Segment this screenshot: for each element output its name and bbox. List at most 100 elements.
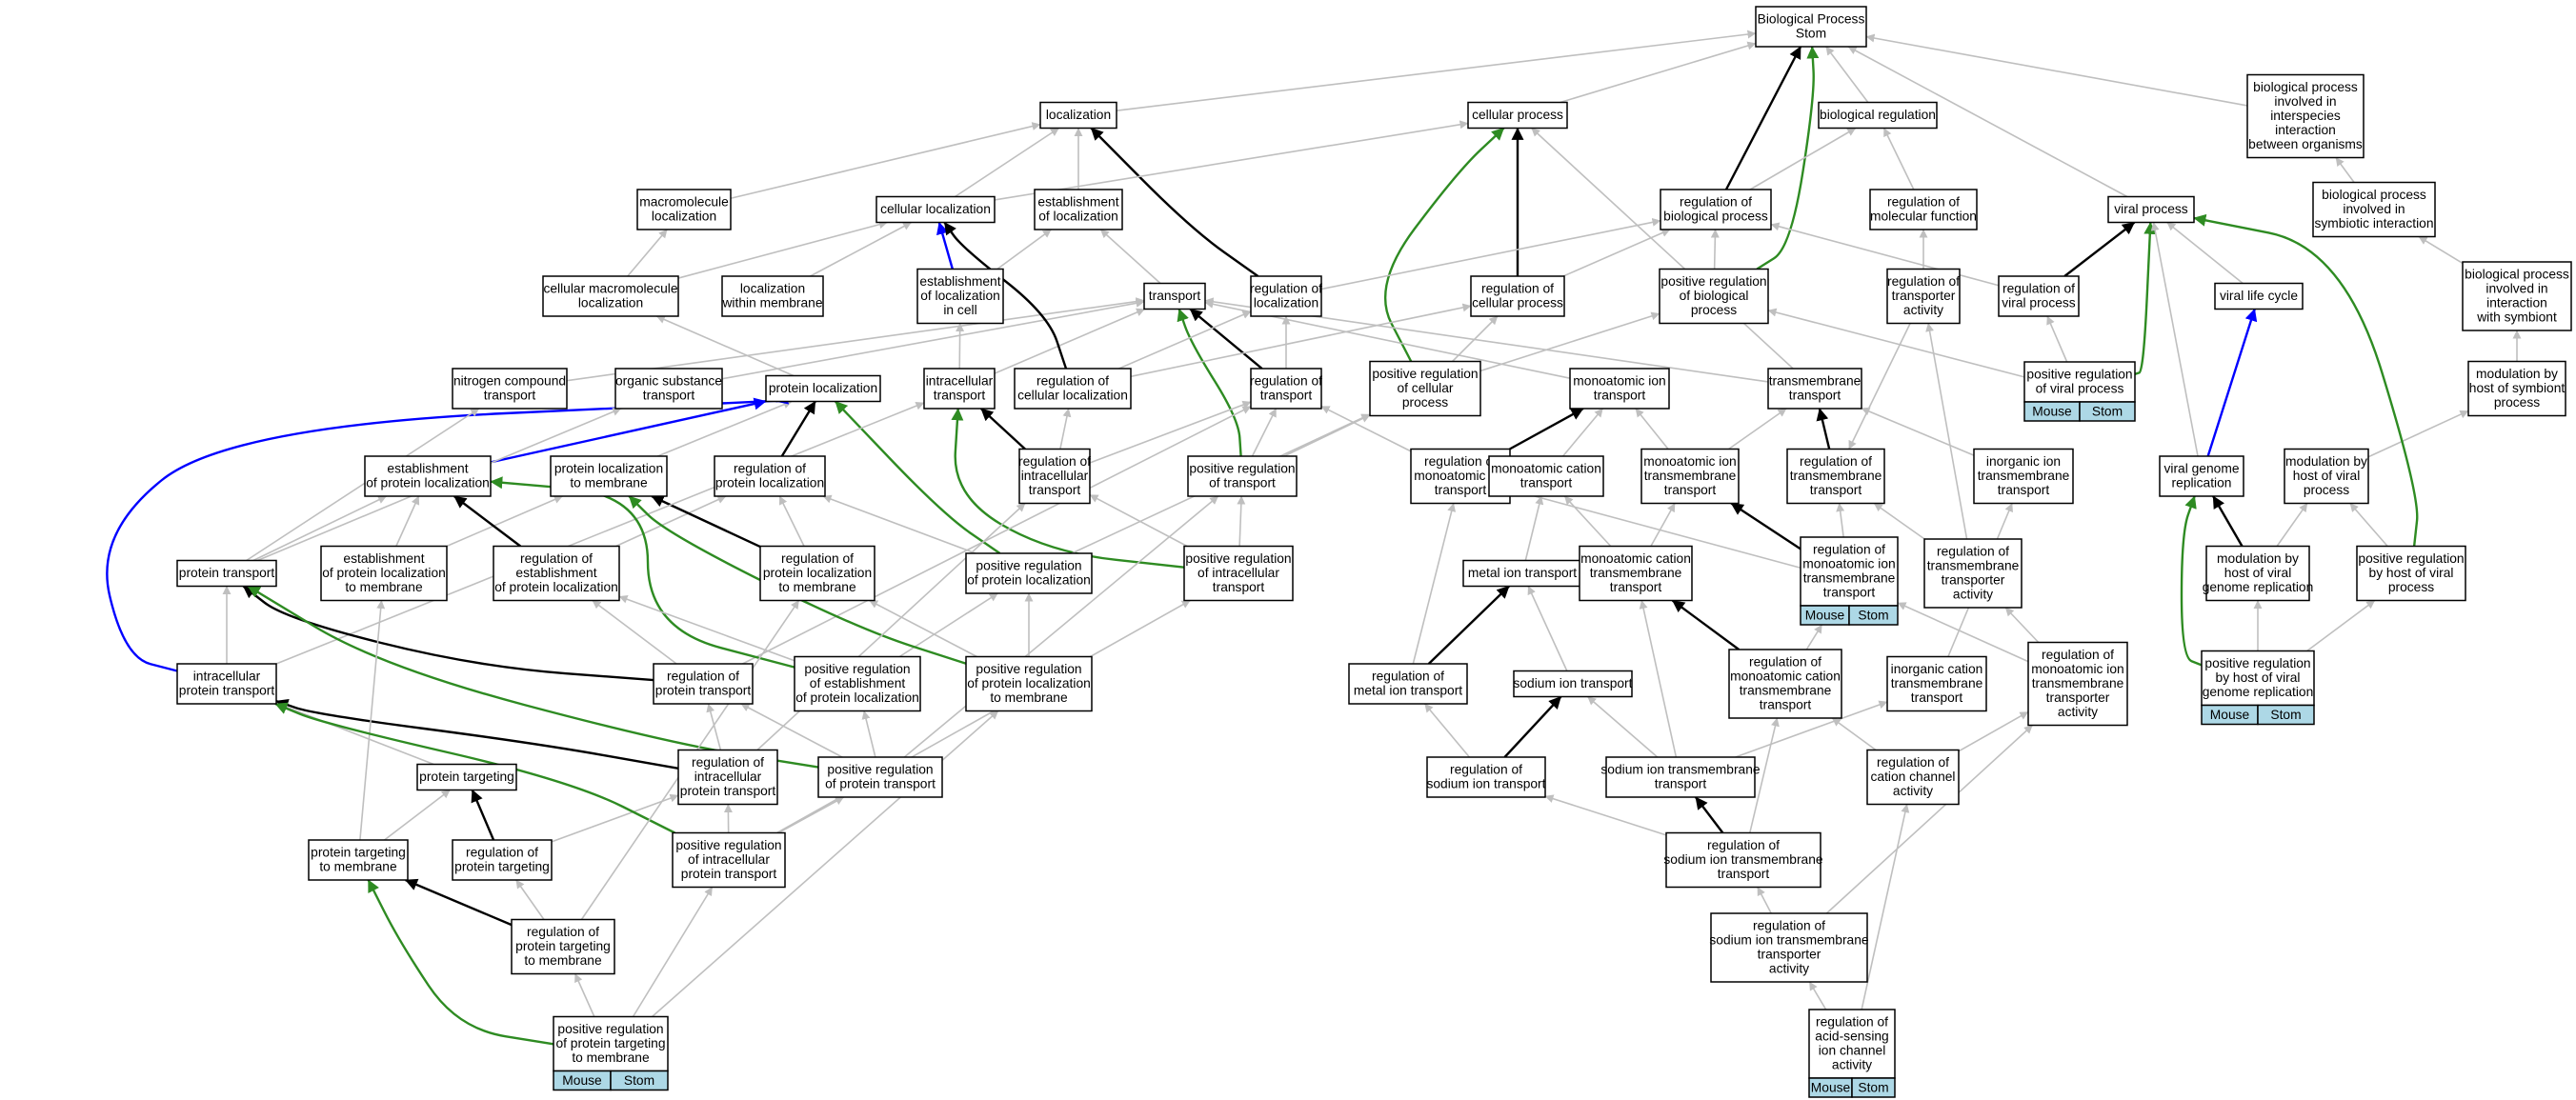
node-label-line: of protein transport [825, 777, 936, 791]
node-label-line: involved in [2274, 94, 2336, 109]
node-label-line: regulation of [1813, 543, 1885, 557]
node-protein-targeting[interactable]: protein targeting [416, 763, 517, 791]
node-viral-process[interactable]: viral process [2107, 195, 2195, 224]
node-label-line: transport [934, 389, 986, 403]
node-metal-ion-transport[interactable]: metal ion transport [1462, 559, 1582, 588]
node-label-line: to membrane [570, 476, 648, 490]
node-label-line: transmembrane [2032, 676, 2124, 690]
node-box [1923, 538, 2023, 609]
node-protein-transport[interactable]: protein transport [176, 559, 277, 588]
edge-is-a [1563, 495, 1612, 548]
node-sodium-ion-transport[interactable]: sodium ion transport [1513, 670, 1633, 698]
node-label-line: transport [1149, 289, 1201, 303]
node-transport[interactable]: transport [1143, 282, 1206, 310]
node-label-line: between organisms [2248, 137, 2363, 151]
node-label-line: protein targeting [311, 846, 406, 860]
node-label-line: monoatomic ion [1643, 454, 1736, 469]
node-localization[interactable]: localization [1039, 101, 1117, 130]
edge-regulates [1816, 408, 1831, 450]
node-label-line: positive regulation [1189, 462, 1295, 476]
node-box [1579, 545, 1693, 602]
node-label-line: regulation of [1250, 282, 1322, 296]
node-cellular-localization[interactable]: cellular localization [875, 195, 996, 224]
node-protein-localization[interactable]: protein localization [765, 374, 881, 403]
node-biological-regulation[interactable]: biological regulation [1818, 101, 1938, 130]
node-label-line: transport [643, 389, 695, 403]
node-box [1659, 268, 1769, 325]
edge-is-a [1130, 303, 1472, 378]
node-cellular-process[interactable]: cellular process [1467, 101, 1568, 130]
node-regulation-of-transmembrane-transporter-activity[interactable]: regulation oftransmembranetransporteract… [1923, 538, 2023, 609]
node-viral-life-cycle[interactable]: viral life cycle [2214, 282, 2304, 310]
